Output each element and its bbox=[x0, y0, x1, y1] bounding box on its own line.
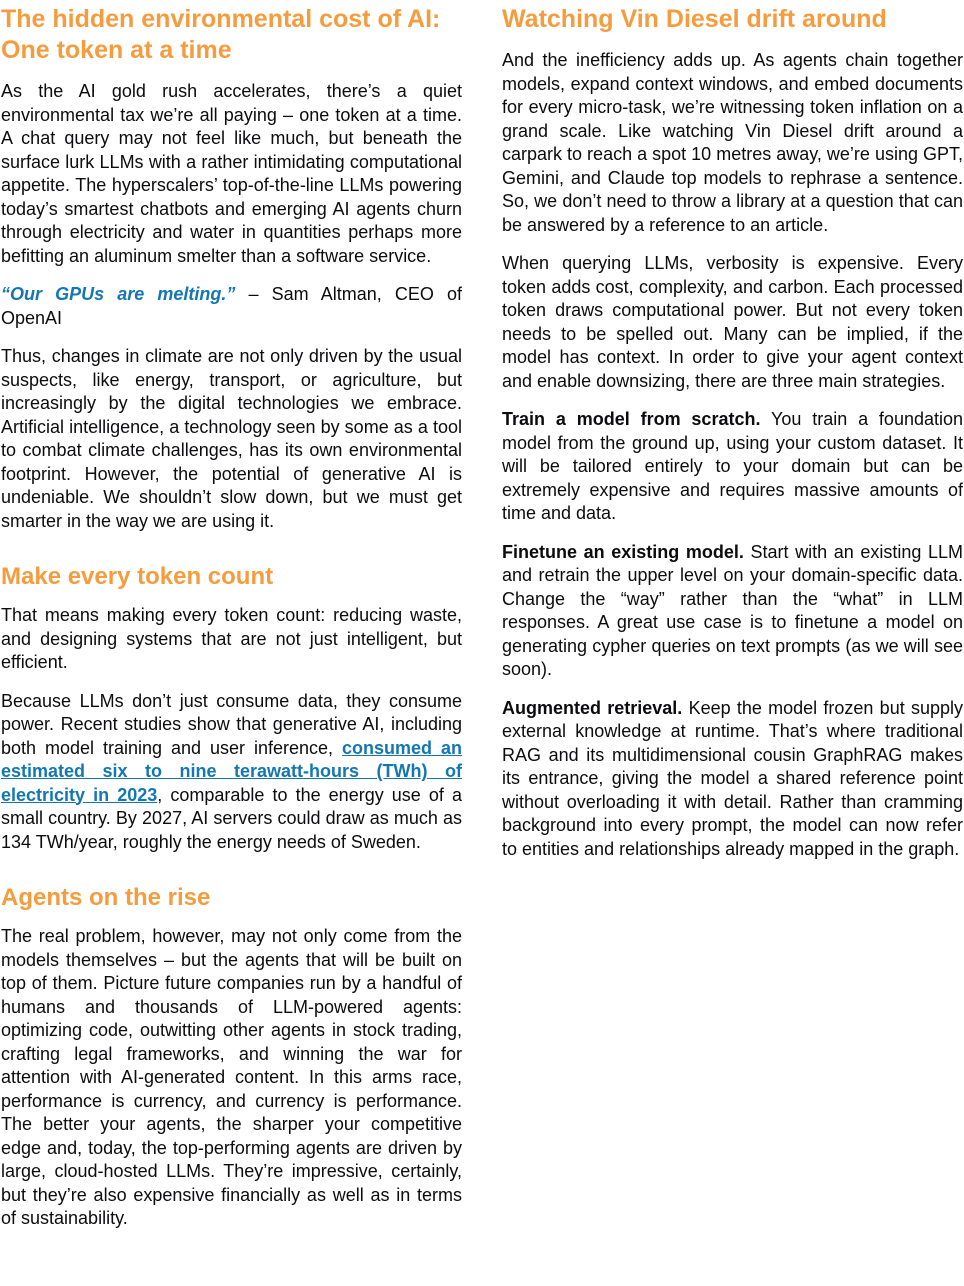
section-heading-make-every-token-count: Make every token count bbox=[1, 563, 274, 590]
strategy-paragraph-train-from-scratch: Train a model from scratch. You train a … bbox=[502, 408, 963, 526]
quote-text: “Our GPUs are melting.” bbox=[1, 284, 236, 304]
section-heading-vin-diesel: Watching Vin Diesel drift around bbox=[502, 5, 887, 33]
article-title-line2: One token at a time bbox=[1, 36, 232, 64]
intro-paragraph: As the AI gold rush accelerates, there’s… bbox=[1, 81, 462, 266]
strategy-lead-finetune: Finetune an existing model. bbox=[502, 541, 744, 562]
quote-attribution: – Sam Altman, CEO of OpenAI bbox=[1, 284, 462, 328]
tokens-intro-paragraph: That means making every token count: red… bbox=[1, 605, 462, 672]
article-title-line1: The hidden environmental cost of AI: bbox=[1, 5, 441, 33]
agents-paragraph: The real problem, however, may not only … bbox=[1, 926, 462, 1228]
strategy-lead-augmented-retrieval: Augmented retrieval. bbox=[502, 697, 683, 718]
verbosity-paragraph: When querying LLMs, verbosity is expensi… bbox=[502, 253, 963, 391]
strategy-paragraph-augmented-retrieval: Augmented retrieval. Keep the model froz… bbox=[502, 697, 963, 862]
strategy-text-finetune: Start with an existing LLM and retrain t… bbox=[502, 541, 963, 680]
strategy-paragraph-finetune: Finetune an existing model. Start with a… bbox=[502, 541, 963, 682]
strategy-text-augmented-retrieval: Keep the model frozen but supply externa… bbox=[502, 697, 963, 859]
strategy-lead-train: Train a model from scratch. bbox=[502, 409, 761, 429]
article-title: The hidden environmental cost of AI: One… bbox=[1, 4, 462, 66]
strategy-text-train: You train a foundation model from the gr… bbox=[502, 409, 964, 523]
left-column: The hidden environmental cost of AI: One… bbox=[1, 4, 462, 1246]
electricity-consumption-link[interactable]: consumed an estimated six to nine terawa… bbox=[1, 737, 462, 805]
climate-paragraph: Thus, changes in climate are not only dr… bbox=[1, 346, 462, 531]
energy-text-before-link: Because LLMs don’t just consume data, th… bbox=[1, 690, 462, 758]
energy-paragraph: Because LLMs don’t just consume data, th… bbox=[1, 690, 462, 855]
right-column: Watching Vin Diesel drift around And the… bbox=[502, 4, 963, 1246]
section-heading-agents-on-the-rise: Agents on the rise bbox=[1, 884, 211, 911]
energy-text-after-link: , comparable to the energy use of a smal… bbox=[1, 784, 462, 852]
article-page: The hidden environmental cost of AI: One… bbox=[1, 4, 963, 1246]
inefficiency-paragraph: And the inefficiency adds up. As agents … bbox=[502, 50, 963, 235]
quote-paragraph: “Our GPUs are melting.” – Sam Altman, CE… bbox=[1, 283, 462, 330]
